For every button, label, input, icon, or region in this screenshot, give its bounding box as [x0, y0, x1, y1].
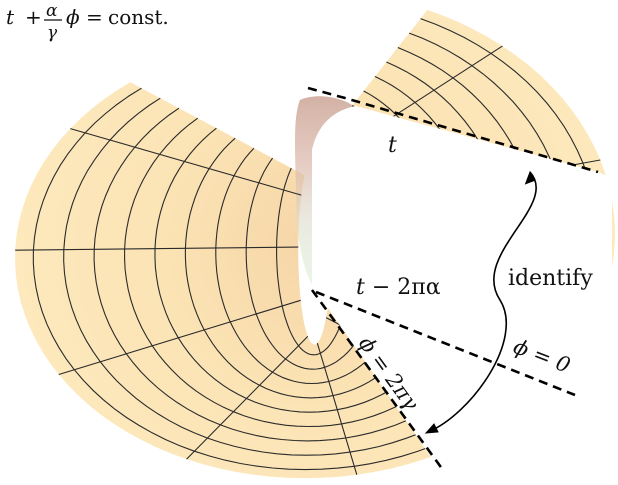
cut-region [312, 106, 612, 470]
mesh-spoke [70, 128, 302, 196]
formula-phi: ϕ [66, 5, 80, 29]
arrowhead-top [524, 170, 535, 185]
formula-label: t + α γ ϕ = const. [6, 1, 169, 43]
boundary-phi-2pi-gamma [310, 289, 445, 471]
formula-eq: = [86, 5, 103, 29]
formula-const: const. [108, 5, 169, 29]
label-identify: identify [508, 266, 593, 291]
formula-t: t [6, 5, 15, 29]
formula-plus: + [25, 5, 42, 29]
label-t: t [388, 133, 397, 158]
label-t-minus-2pi-alpha: t − 2πα [356, 275, 441, 300]
label-t-lower-var: t [356, 275, 365, 300]
label-t-lower-rest: − 2πα [365, 275, 441, 300]
boundary-phi-zero [315, 290, 576, 397]
throat-shading [295, 96, 356, 285]
boundary-t-edge [307, 86, 599, 174]
arrowhead-bottom [424, 423, 439, 434]
formula-gamma: γ [47, 23, 58, 43]
formula-alpha: α [46, 1, 58, 21]
identify-arrow [424, 170, 537, 434]
mesh-spoke [15, 246, 299, 251]
mesh-spoke [58, 299, 301, 376]
mesh-spoke [316, 342, 358, 475]
mesh-spoke [186, 336, 309, 460]
